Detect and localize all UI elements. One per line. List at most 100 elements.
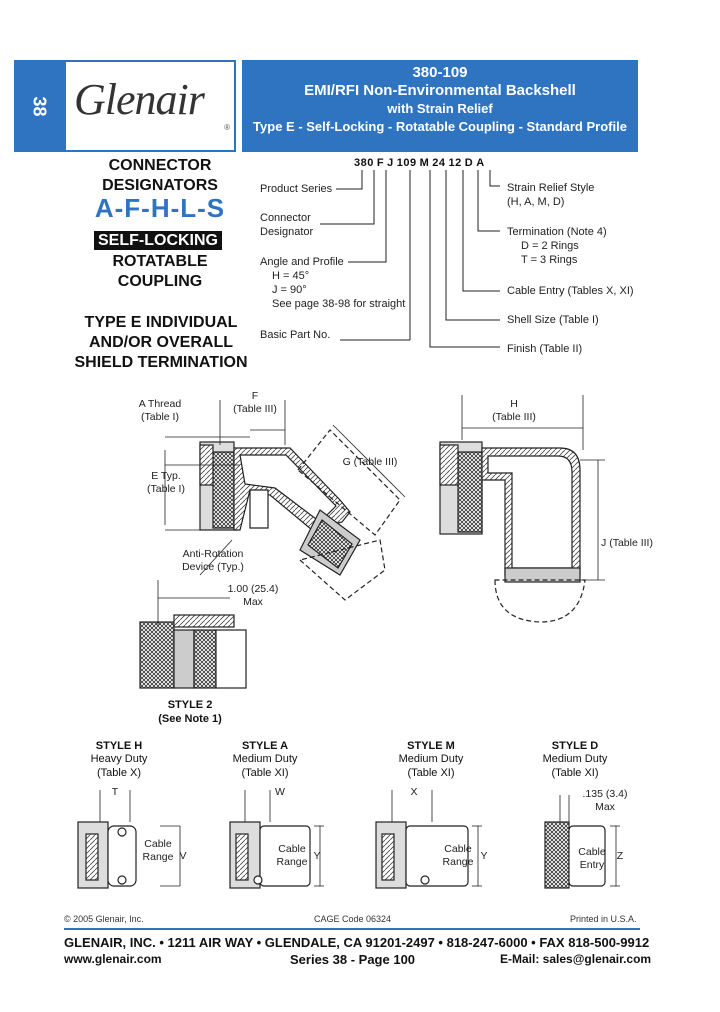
label-term: Termination (Note 4) xyxy=(507,226,607,238)
style-a-name: STYLE A xyxy=(241,740,289,752)
code-strain: A xyxy=(476,157,485,169)
label-angle-j: J = 90° xyxy=(272,284,307,296)
label-angle-profile: Angle and Profile H = 45° J = 90° See pa… xyxy=(260,255,405,311)
code-series: 380 xyxy=(354,157,374,169)
style-2-drawing xyxy=(139,580,247,689)
code-term: D xyxy=(464,157,474,169)
product-title: EMI/RFI Non-Environmental Backshell xyxy=(304,82,576,99)
style-a-range: Cable Range xyxy=(272,843,312,869)
style-d-caption: STYLE D Medium Duty (Table XI) xyxy=(532,740,618,780)
45-degree-backshell-drawing xyxy=(199,429,401,601)
copyright: © 2005 Glenair, Inc. xyxy=(64,914,144,924)
h-table: (Table III) xyxy=(492,411,536,423)
product-subtitle: with Strain Relief xyxy=(387,101,493,116)
label-product-series: Product Series xyxy=(260,183,333,195)
style-h-range-2: Range xyxy=(142,851,174,863)
rotatable-coupling: ROTATABLE COUPLING xyxy=(80,252,240,292)
style-h-table: (Table X) xyxy=(96,767,142,779)
label-angle-see: See page 38-98 for straight xyxy=(272,298,406,310)
one-inch-text: 1.00 (25.4) xyxy=(227,583,279,595)
label-term-d: D = 2 Rings xyxy=(521,240,579,252)
label-angle-h: H = 45° xyxy=(272,270,310,282)
anti-rotation-1: Anti-Rotation xyxy=(182,548,244,560)
code-basic: 109 xyxy=(396,157,417,169)
website-link[interactable]: www.glenair.com xyxy=(64,952,162,966)
style-d-entry: Cable Entry xyxy=(572,846,612,872)
label-basic-part: Basic Part No. xyxy=(260,329,331,341)
style-m-caption: STYLE M Medium Duty (Table XI) xyxy=(388,740,474,780)
label-connector-designator: Connector Designator xyxy=(260,211,313,239)
code-finish: M xyxy=(419,157,430,169)
style-h-drawing xyxy=(77,790,181,889)
type-e-line3: SHIELD TERMINATION xyxy=(74,354,248,371)
j-dim-label: J (Table III) xyxy=(601,537,653,549)
style-h-duty: Heavy Duty xyxy=(90,753,148,765)
label-strain-relief: Strain Relief Style (H, A, M, D) xyxy=(507,181,594,209)
logo-registered-mark: ® xyxy=(224,123,230,132)
coupling-text: COUPLING xyxy=(117,273,203,290)
label-sr-1: Strain Relief Style xyxy=(507,182,595,194)
style-2-note: (See Note 1) xyxy=(158,713,222,725)
style-h-range: Cable Range xyxy=(138,838,178,864)
style-a-range-1: Cable xyxy=(278,843,306,855)
e-typ-text: E Typ. xyxy=(151,470,181,482)
style-m-drawing xyxy=(375,790,482,889)
style-a-drawing xyxy=(229,790,324,889)
style-m-duty: Medium Duty xyxy=(398,753,464,765)
cd-line2: DESIGNATORS xyxy=(102,177,218,194)
series-page: Series 38 - Page 100 xyxy=(290,952,416,967)
h-dim-label: H (Table III) xyxy=(484,398,544,424)
style-m-range: Cable Range xyxy=(438,843,478,869)
a-thread-table: (Table I) xyxy=(141,411,179,423)
style-d-name: STYLE D xyxy=(551,740,599,752)
label-sr-2: (H, A, M, D) xyxy=(507,196,565,208)
printed-in: Printed in U.S.A. xyxy=(570,914,637,924)
style-m-range-1: Cable xyxy=(444,843,472,855)
style-m-y-dim: Y xyxy=(480,850,488,862)
rotatable-text: ROTATABLE xyxy=(112,253,208,270)
label-cd-2: Designator xyxy=(260,226,314,238)
label-term-t: T = 3 Rings xyxy=(521,254,578,266)
style-d-entry-1: Cable xyxy=(578,846,606,858)
label-finish: Finish (Table II) xyxy=(507,343,583,355)
f-text: F xyxy=(251,390,259,402)
style-h-v-dim: V xyxy=(179,850,187,862)
cage-code: CAGE Code 06324 xyxy=(314,914,392,924)
product-type: Type E - Self-Locking - Rotatable Coupli… xyxy=(253,119,627,134)
code-angle: J xyxy=(387,157,394,169)
style-h-t-dim: T xyxy=(111,786,119,798)
style-h-caption: STYLE H Heavy Duty (Table X) xyxy=(76,740,162,780)
f-dim-label: F (Table III) xyxy=(225,390,285,416)
a-thread-text: A Thread xyxy=(138,398,182,410)
style-m-name: STYLE M xyxy=(407,740,455,752)
style-d-entry-2: Entry xyxy=(579,859,605,871)
style-a-range-2: Range xyxy=(276,856,308,868)
type-e-heading: TYPE E INDIVIDUAL AND/OR OVERALL SHIELD … xyxy=(66,313,256,373)
style-d-table: (Table XI) xyxy=(551,767,599,779)
style-2-text: STYLE 2 xyxy=(167,699,213,711)
label-cd-1: Connector xyxy=(260,212,311,224)
style-a-y-dim: Y xyxy=(313,850,321,862)
code-shell: 24 xyxy=(432,157,446,169)
label-angle: Angle and Profile xyxy=(260,256,344,268)
style-h-range-1: Cable xyxy=(144,838,172,850)
type-e-line1: TYPE E INDIVIDUAL xyxy=(84,314,238,331)
style-d-drawing xyxy=(544,795,620,889)
anti-rotation-label: Anti-Rotation Device (Typ.) xyxy=(168,548,258,574)
style-a-w-dim: W xyxy=(275,786,285,798)
company-address: GLENAIR, INC. • 1211 AIR WAY • GLENDALE,… xyxy=(64,935,650,950)
glenair-logo: Glenair ® xyxy=(64,60,236,152)
style-d-135-text: .135 (3.4) xyxy=(582,788,628,800)
style-a-duty: Medium Duty xyxy=(232,753,298,765)
label-termination: Termination (Note 4) D = 2 Rings T = 3 R… xyxy=(507,225,607,267)
footer-divider xyxy=(64,928,640,930)
a-thread-label: A Thread (Table I) xyxy=(120,398,200,424)
email-link[interactable]: E-Mail: sales@glenair.com xyxy=(500,952,652,966)
e-typ-table: (Table I) xyxy=(147,483,185,495)
designator-letters: A-F-H-L-S xyxy=(94,193,226,223)
style-2-label: STYLE 2 (See Note 1) xyxy=(140,698,240,726)
style-d-duty: Medium Duty xyxy=(542,753,608,765)
style-m-range-2: Range xyxy=(442,856,474,868)
